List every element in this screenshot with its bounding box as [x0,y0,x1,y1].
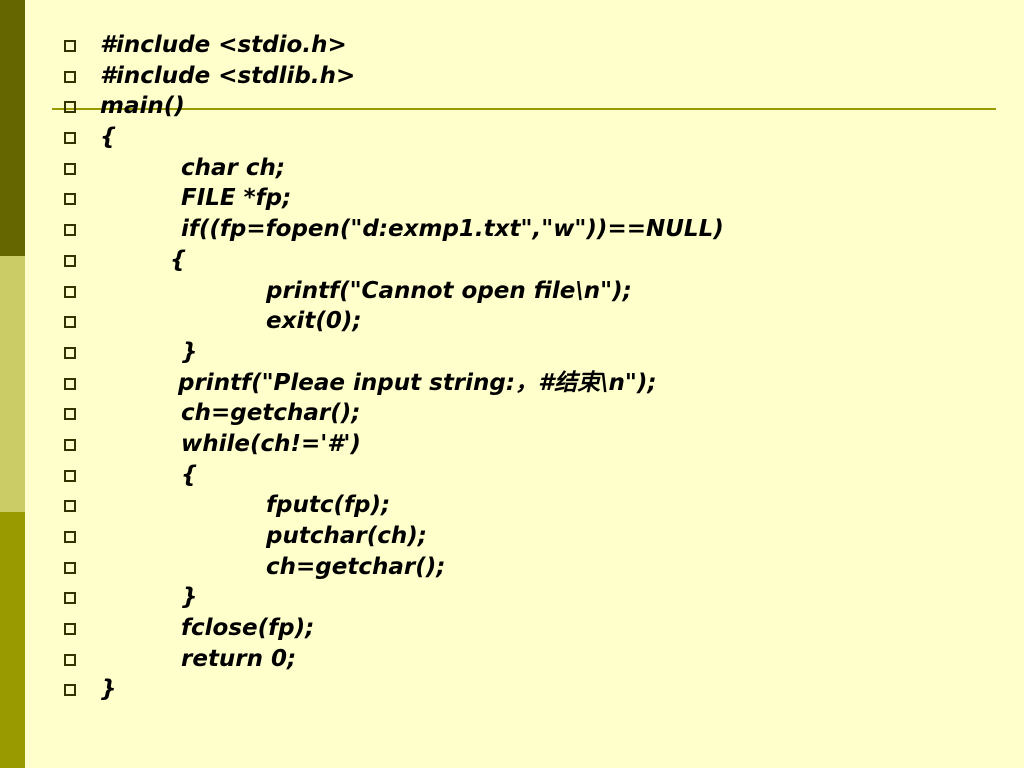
square-bullet-icon [64,254,76,267]
code-line: ch=getchar(); [0,398,990,429]
code-text: char ch; [181,154,286,181]
code-text: #include <stdlib.h> [100,62,356,89]
code-text: return 0; [181,645,297,672]
code-text: FILE *fp; [181,185,292,212]
code-line: fputc(fp); [0,490,990,521]
code-text: { [100,124,117,151]
code-text: fputc(fp); [266,492,391,519]
code-line: fclose(fp); [0,613,990,644]
square-bullet-icon [64,561,76,574]
square-bullet-icon [64,438,76,451]
code-text: ch=getchar(); [266,553,446,580]
square-bullet-icon [64,469,76,482]
square-bullet-icon [64,500,76,513]
code-line: while(ch!='#') [0,429,990,460]
square-bullet-icon [64,101,76,114]
code-text: putchar(ch); [266,523,427,549]
code-line: putchar(ch); [0,521,990,552]
code-line: main() [0,91,990,122]
code-line: printf("Pleae input string:，#结束\n"); [0,368,990,399]
code-text: main() [100,93,185,120]
code-line: } [0,674,990,705]
code-text: #include <stdio.h> [100,32,347,58]
square-bullet-icon [64,70,76,83]
square-bullet-icon [64,377,76,390]
code-text: ch=getchar(); [181,400,361,427]
code-text: exit(0); [266,308,362,335]
square-bullet-icon [64,316,76,329]
code-line: ch=getchar(); [0,552,990,583]
code-text: } [100,676,117,703]
code-line: { [0,122,990,153]
square-bullet-icon [64,684,76,697]
code-text: fclose(fp); [181,615,315,642]
code-line: { [0,460,990,491]
square-bullet-icon [64,162,76,175]
square-bullet-icon [64,623,76,636]
code-text: while(ch!='#') [181,430,361,457]
square-bullet-icon [64,224,76,237]
code-line: FILE *fp; [0,183,990,214]
code-line: } [0,582,990,613]
code-line: if((fp=fopen("d:exmp1.txt","w"))==NULL) [0,214,990,245]
code-line: exit(0); [0,306,990,337]
code-line: { [0,245,990,276]
title-rule-line [52,108,996,110]
square-bullet-icon [64,132,76,145]
code-line: return 0; [0,644,990,675]
square-bullet-icon [64,408,76,421]
code-text: if((fp=fopen("d:exmp1.txt","w"))==NULL) [181,216,724,243]
square-bullet-icon [64,346,76,359]
sidebar-top-segment [0,0,25,256]
square-bullet-icon [64,285,76,298]
code-line: #include <stdio.h> [0,30,990,61]
square-bullet-icon [64,193,76,206]
code-line: printf("Cannot open file\n"); [0,276,990,307]
code-line: } [0,337,990,368]
square-bullet-icon [64,531,76,543]
sidebar-bottom-segment [0,512,25,768]
code-line: #include <stdlib.h> [0,61,990,92]
code-text: { [181,461,198,488]
code-text: } [181,584,198,611]
square-bullet-icon [64,40,76,52]
sidebar-middle-segment [0,256,25,512]
code-text: { [170,246,187,273]
code-text: printf("Cannot open file\n"); [266,277,632,304]
code-text: } [181,338,198,365]
square-bullet-icon [64,653,76,666]
square-bullet-icon [64,592,76,605]
code-listing: #include <stdio.h> #include <stdlib.h> m… [0,30,990,705]
code-line: char ch; [0,153,990,184]
code-text: printf("Pleae input string:，#结束\n"); [178,369,657,396]
